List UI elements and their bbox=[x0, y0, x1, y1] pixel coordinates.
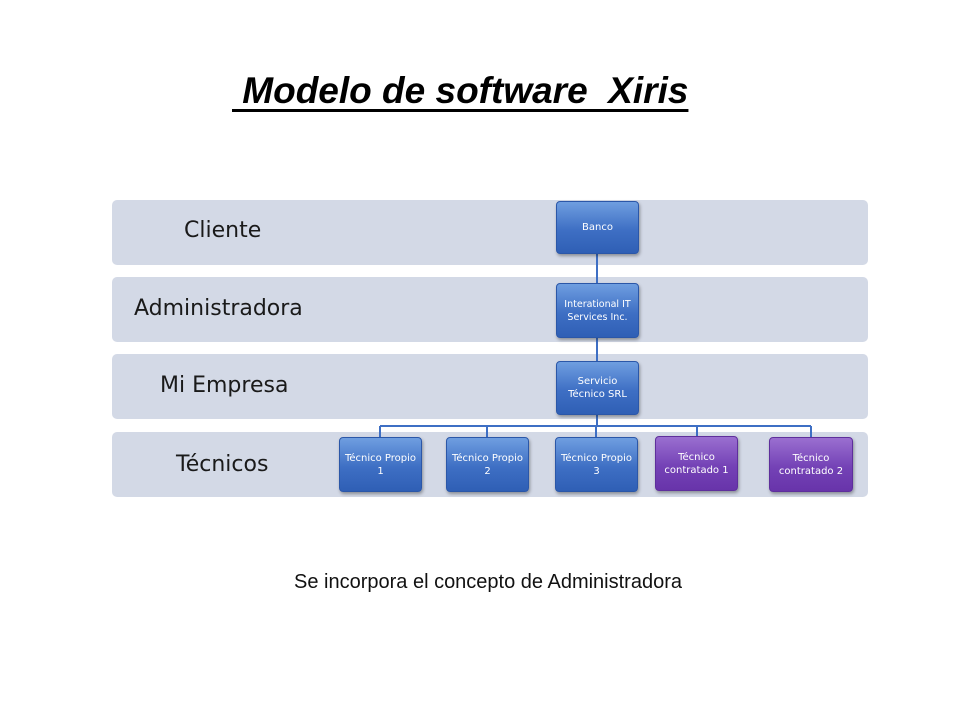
band-mi-empresa bbox=[112, 354, 868, 419]
node-tecnico-contratado-1: Técnico contratado 1 bbox=[655, 436, 738, 491]
slide-subtitle: Se incorpora el concepto de Administrado… bbox=[293, 571, 682, 593]
band-label-cliente: Cliente bbox=[184, 218, 262, 243]
node-admin: Interational IT Services Inc. bbox=[556, 283, 639, 338]
node-tecnico-propio-3: Técnico Propio 3 bbox=[555, 437, 638, 492]
slide-title: Modelo de software Xiris bbox=[232, 70, 689, 111]
node-tecnico-contratado-2: Técnico contratado 2 bbox=[769, 437, 853, 492]
node-tecnico-propio-2: Técnico Propio 2 bbox=[446, 437, 529, 492]
band-administradora bbox=[112, 277, 868, 342]
node-tecnico-propio-1: Técnico Propio 1 bbox=[339, 437, 422, 492]
band-cliente bbox=[112, 200, 868, 265]
band-label-administradora: Administradora bbox=[134, 296, 303, 321]
node-empresa: Servicio Técnico SRL bbox=[556, 361, 639, 415]
band-label-mi-empresa: Mi Empresa bbox=[160, 373, 289, 398]
node-banco: Banco bbox=[556, 201, 639, 254]
band-label-tecnicos: Técnicos bbox=[176, 452, 269, 477]
